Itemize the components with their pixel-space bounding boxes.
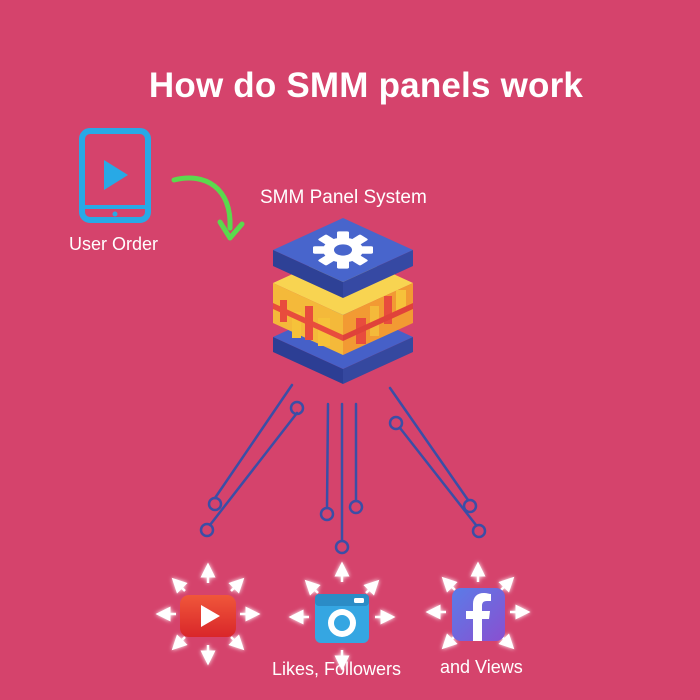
facebook-group <box>425 561 531 650</box>
caption-likes-followers: Likes, Followers <box>272 659 402 679</box>
tablet-play-icon <box>79 128 151 223</box>
gear-icon <box>313 231 373 269</box>
server-stack-icon <box>273 218 413 384</box>
page-title: How do SMM panels work <box>148 66 584 105</box>
facebook-icon <box>452 588 505 641</box>
radiating-arrows <box>288 561 396 671</box>
circuit-wires <box>199 383 487 555</box>
instagram-group <box>288 561 396 671</box>
curved-arrow-icon <box>171 175 245 241</box>
user-order-label: User Order <box>69 234 159 254</box>
youtube-icon <box>180 595 236 637</box>
youtube-group <box>155 562 261 666</box>
instagram-camera-icon <box>315 594 369 643</box>
smm-panel-label: SMM Panel System <box>260 187 427 208</box>
caption-views: and Views <box>440 657 523 677</box>
radiating-arrows <box>155 562 261 666</box>
